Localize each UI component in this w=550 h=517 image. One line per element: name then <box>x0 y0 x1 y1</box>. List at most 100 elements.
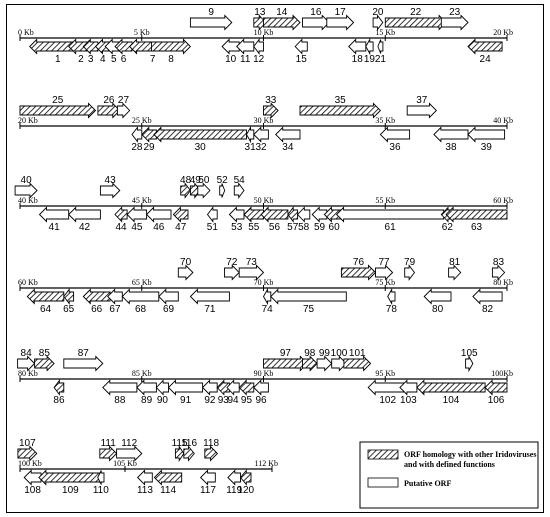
orf-30: 30 <box>153 126 247 153</box>
orf-91: 91 <box>167 379 204 406</box>
orf-arrow <box>416 379 486 396</box>
axis-tick-label: 60 Kb <box>493 196 513 205</box>
orf-58: 58 <box>296 206 311 233</box>
orf-arrow <box>311 206 328 223</box>
orf-label: 10 <box>225 54 237 65</box>
orf-label: 7 <box>150 54 156 65</box>
orf-label: 1 <box>55 54 61 65</box>
orf-label: 103 <box>400 395 417 406</box>
axis-tick-label: 15 Kb <box>375 28 395 37</box>
orf-arrow <box>221 38 240 55</box>
orf-arrow <box>116 445 143 462</box>
orf-arrow <box>99 182 121 199</box>
orf-arrow <box>197 182 211 199</box>
orf-arrow <box>121 288 160 305</box>
orf-label: 3 <box>88 54 94 65</box>
orf-arrow <box>253 126 269 143</box>
orf-103: 103 <box>399 379 418 406</box>
orf-53: 53 <box>228 206 245 233</box>
axis-tick-label: 95 Kb <box>375 369 395 378</box>
orf-83: 83 <box>491 257 506 281</box>
orf-label: 80 <box>432 304 444 315</box>
orf-arrow <box>82 38 99 55</box>
orf-label: 52 <box>217 175 229 186</box>
orf-arrow <box>97 102 121 119</box>
orf-12: 12 <box>253 38 265 65</box>
orf-arrow <box>145 206 172 223</box>
orf-label: 75 <box>303 304 315 315</box>
orf-arrow <box>270 288 347 305</box>
orf-arrow <box>17 355 36 372</box>
axis-tick-label: 105 Kb <box>113 459 137 468</box>
orf-label: 53 <box>231 222 243 233</box>
orf-arrow <box>326 14 355 31</box>
orf-label: 100 <box>331 348 348 359</box>
orf-label: 105 <box>461 348 478 359</box>
orf-label: 118 <box>203 438 219 449</box>
orf-90: 90 <box>155 379 169 406</box>
orf-label: 104 <box>443 395 460 406</box>
orf-label: 6 <box>121 54 127 65</box>
orf-label: 110 <box>93 485 109 496</box>
orf-76: 76 <box>340 257 377 281</box>
orf-label: 101 <box>349 348 366 359</box>
orf-64: 64 <box>26 288 65 315</box>
orf-50: 50 <box>197 175 211 199</box>
orf-arrow <box>174 444 185 463</box>
orf-80: 80 <box>423 288 452 315</box>
orf-label: 92 <box>204 395 216 406</box>
orf-label: 48 <box>180 175 192 186</box>
orf-113: 113 <box>136 469 153 496</box>
orf-arrow <box>423 288 452 305</box>
orf-19: 19 <box>364 37 375 65</box>
orf-label: 59 <box>314 222 326 233</box>
orf-label: 15 <box>296 54 308 65</box>
orf-arrow <box>472 288 503 305</box>
orf-arrow <box>38 206 70 223</box>
orf-96: 96 <box>253 379 269 406</box>
orf-arrow <box>316 355 333 372</box>
orf-95: 95 <box>238 379 255 406</box>
orf-arrow <box>243 206 264 223</box>
orf-label: 77 <box>378 257 390 268</box>
orf-112: 112 <box>116 438 143 462</box>
orf-arrow <box>63 288 75 305</box>
orf-label: 44 <box>115 222 127 233</box>
orf-label: 21 <box>375 54 387 65</box>
orf-arrow <box>82 288 111 305</box>
orf-arrow <box>340 264 377 281</box>
orf-label: 81 <box>449 257 461 268</box>
orf-arrow <box>53 379 65 396</box>
orf-label: 89 <box>141 395 153 406</box>
orf-arrow <box>153 126 247 143</box>
orf-arrow <box>102 379 138 396</box>
orf-57: 57 <box>287 206 299 233</box>
orf-17: 17 <box>326 7 355 31</box>
axis-tick-label: 112 Kb <box>255 459 278 468</box>
orf-24: 24 <box>467 38 503 65</box>
orf-label: 102 <box>379 395 396 406</box>
orf-label: 24 <box>480 54 492 65</box>
orf-arrow <box>131 126 143 143</box>
orf-label: 120 <box>237 485 254 496</box>
orf-arrow <box>199 469 216 486</box>
orf-73: 73 <box>238 257 265 281</box>
orf-51: 51 <box>207 206 218 233</box>
orf-arrow <box>226 379 240 396</box>
orf-label: 46 <box>153 222 165 233</box>
orf-label: 108 <box>24 485 41 496</box>
orf-arrow <box>335 206 445 223</box>
orf-41: 41 <box>38 206 70 233</box>
orf-label: 29 <box>143 142 155 153</box>
orf-arrow <box>99 445 118 462</box>
orf-label: 71 <box>204 304 216 315</box>
orf-arrow <box>367 379 408 396</box>
orf-label: 33 <box>265 95 277 106</box>
orf-arrow <box>180 182 191 199</box>
orf-52: 52 <box>217 175 229 198</box>
orf-arrow <box>216 379 230 396</box>
orf-arrow <box>116 102 131 119</box>
orf-arrow <box>38 469 103 486</box>
